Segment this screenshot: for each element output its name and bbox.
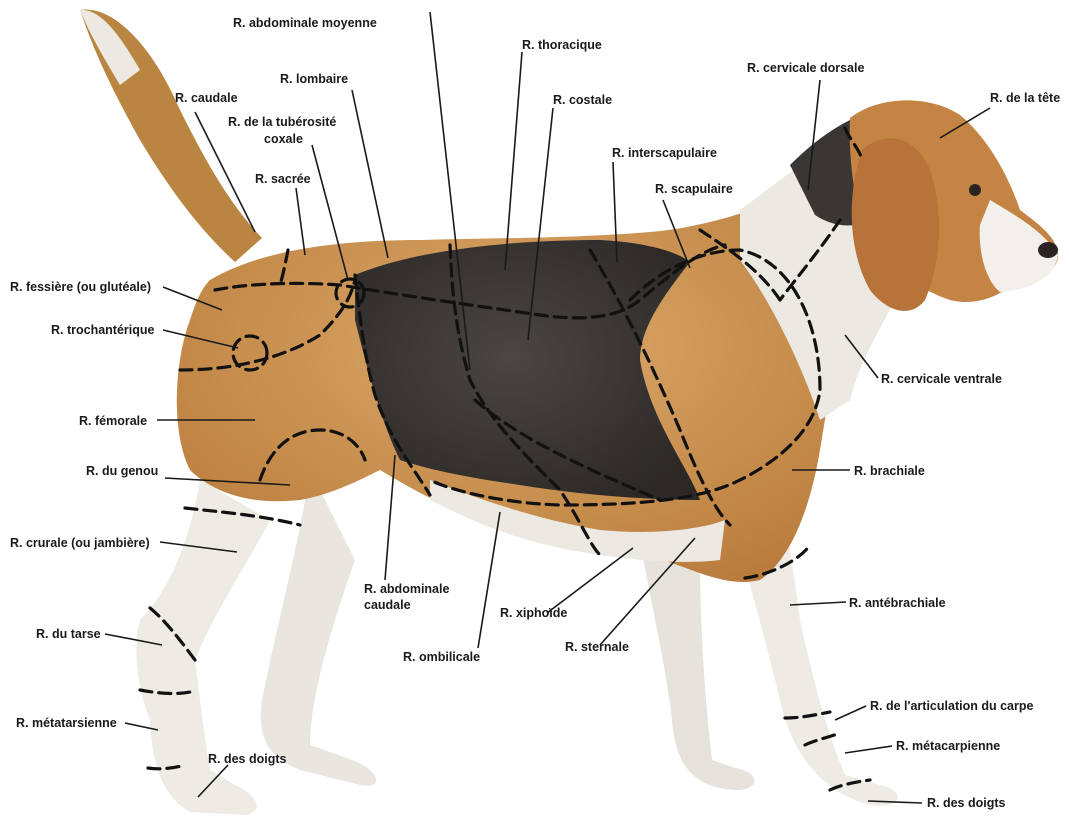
label-costale: R. costale — [553, 93, 612, 107]
label-antebrachiale: R. antébrachiale — [849, 596, 946, 610]
dog-eye — [969, 184, 981, 196]
label-caudale: R. caudale — [175, 91, 238, 105]
label-cervicale-dorsale: R. cervicale dorsale — [747, 61, 864, 75]
label-ombilicale: R. ombilicale — [403, 650, 480, 664]
label-lombaire: R. lombaire — [280, 72, 348, 86]
label-trochanterique: R. trochantérique — [51, 323, 155, 337]
label-fessiere: R. fessière (ou glutéale) — [10, 280, 151, 294]
label-femorale: R. fémorale — [79, 414, 147, 428]
label-tete: R. de la tête — [990, 91, 1060, 105]
label-metatarsienne: R. métatarsienne — [16, 716, 117, 730]
label-thoracique: R. thoracique — [522, 38, 602, 52]
label-cervicale-ventrale: R. cervicale ventrale — [881, 372, 1002, 386]
label-doigts-anterieur: R. des doigts — [927, 796, 1006, 810]
label-brachiale: R. brachiale — [854, 464, 925, 478]
label-genou: R. du genou — [86, 464, 158, 478]
label-doigts-posterieur: R. des doigts — [208, 752, 287, 766]
dog-illustration — [80, 10, 1058, 815]
label-articulation-carpe: R. de l'articulation du carpe — [870, 699, 1033, 713]
label-metacarpienne: R. métacarpienne — [896, 739, 1000, 753]
label-interscapulaire: R. interscapulaire — [612, 146, 717, 160]
label-crurale: R. crurale (ou jambière) — [10, 536, 150, 550]
label-abdominale-caudale-line1: R. abdominale — [364, 582, 449, 596]
label-tuberosite-line1: R. de la tubérosité — [228, 115, 336, 129]
label-sacree: R. sacrée — [255, 172, 311, 186]
dog-nose — [1038, 242, 1058, 258]
label-sternale: R. sternale — [565, 640, 629, 654]
label-tarse: R. du tarse — [36, 627, 101, 641]
label-abdominale-caudale-line2: caudale — [364, 598, 411, 612]
label-xiphoide: R. xiphoïde — [500, 606, 567, 620]
label-scapulaire: R. scapulaire — [655, 182, 733, 196]
label-abdominale-moyenne: R. abdominale moyenne — [233, 16, 377, 30]
label-tuberosite-line2: coxale — [264, 132, 303, 146]
dog-hind-leg-far — [261, 470, 376, 786]
